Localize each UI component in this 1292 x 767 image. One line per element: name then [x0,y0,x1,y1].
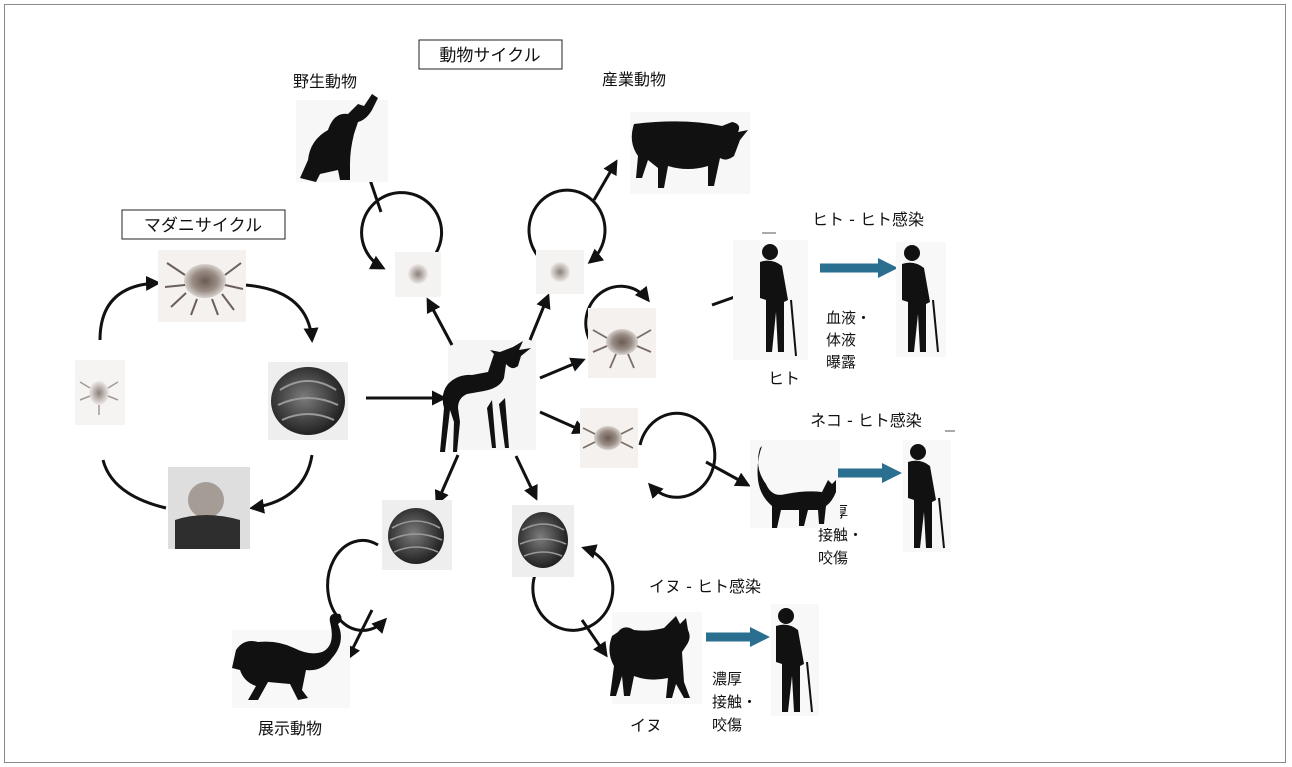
cycle-loop [527,188,607,264]
arrowhead [882,463,902,483]
cycle-loop [326,538,388,634]
route-line: 咬傷 [818,549,848,567]
small-tick-icon [536,250,584,294]
small-tick-icon [395,252,441,297]
tick-cycle-title: マダニサイクル [121,209,286,240]
arrowhead [750,627,770,647]
display-animal-label: 展示動物 [258,719,322,738]
tick-life-cycle [75,250,348,549]
dog-label: イヌ [630,716,662,735]
tick-icon [580,408,638,468]
animal-cycle-title: 動物サイクル [418,39,563,70]
dog-contact-route: 濃厚 接触・ 咬傷 [712,670,757,734]
route-line: 咬傷 [712,716,742,734]
engorged-tick-icon [512,505,574,577]
blood-exposure-route: 血液・ 体液 曝露 [826,309,871,371]
deer-to-wild-tick-arrow [426,297,454,346]
deer-to-human-tick-arrow [539,357,586,380]
wild-animal-label: 野生動物 [293,72,357,91]
elderly-human-icon [896,242,946,357]
display-animal-icon [232,613,350,708]
cat-human-infection-label: ネコ - ヒト感染 [810,411,922,430]
route-line: 曝露 [826,353,856,371]
cow-icon [630,112,750,194]
industrial-animal-branch [527,112,750,294]
deer-to-dog-tick-arrow [514,455,538,501]
deer-to-display-tick-arrow [434,454,460,506]
to-display-animal-arrow [346,609,374,661]
cycle-arrow [244,283,319,343]
route-line: 接触・ [818,526,863,544]
dog-branch [512,505,819,716]
human-label: ヒト [768,369,800,388]
egg-mass-icon [268,362,348,440]
deer-to-industrial-tick-arrow [528,293,551,341]
elderly-human-icon [771,604,819,716]
deer-icon [440,340,536,452]
route-line: 血液・ [826,309,871,327]
cycle-arrow [101,459,167,510]
route-line: 体液 [826,331,856,349]
cycle-arrow [249,454,314,514]
cycle-loop [360,191,444,270]
display-animal-branch [232,500,452,708]
human-branch [584,240,946,378]
elderly-human-icon [733,240,808,360]
tick-icon [588,308,656,378]
route-line: 濃厚 [712,670,742,688]
arrowhead [878,258,898,278]
to-cow-arrow [592,159,618,201]
cat-branch [580,408,951,552]
deer-to-cat-tick-arrow [539,410,588,434]
engorged-tick-icon [168,467,250,549]
adult-tick-icon [158,250,246,322]
wild-animal-branch [296,94,444,297]
raccoon-dog-icon [296,94,388,182]
dog-icon [609,612,702,704]
cat-icon [750,440,840,528]
elderly-human-icon [903,440,951,552]
human-human-infection-label: ヒト - ヒト感染 [812,210,924,229]
cycle-loop [638,411,717,499]
animal-cycle-label: 動物サイクル [439,46,540,66]
cycle-arrow [98,275,161,341]
route-line: 接触・ [712,693,757,711]
engorged-tick-icon [382,500,452,570]
to-cat-arrow [705,460,751,487]
dog-human-infection-label: イヌ - ヒト感染 [649,577,761,596]
to-dog-arrow [580,619,608,658]
tick-cycle-label: マダニサイクル [144,216,262,236]
cycle-loop [531,544,615,632]
industrial-animal-label: 産業動物 [602,70,666,89]
larva-tick-icon [75,360,125,425]
